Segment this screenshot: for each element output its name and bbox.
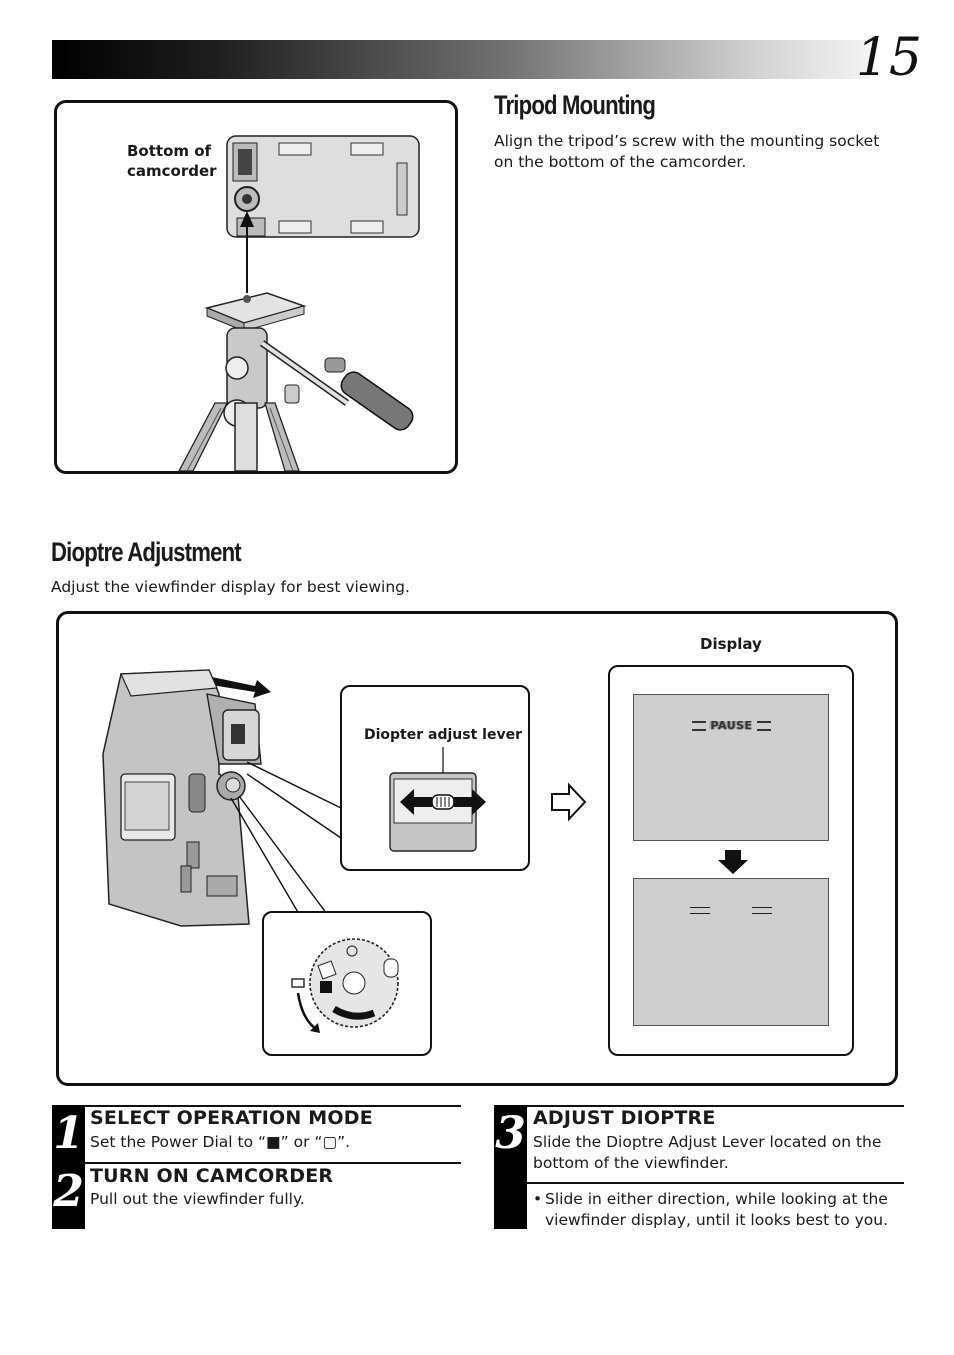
step-3-title: ADJUST DIOPTRE: [533, 1107, 716, 1129]
step-3-text: Slide the Dioptre Adjust Lever located o…: [533, 1133, 882, 1172]
power-dial-drawing: [291, 938, 399, 1033]
dioptre-intro: Adjust the viewfinder display for best v…: [51, 578, 410, 596]
step-1-text: Set the Power Dial to “■” or “▢”.: [90, 1133, 351, 1151]
step-2-text: Pull out the viewfinder fully.: [90, 1190, 305, 1208]
right-arrow-icon: [551, 782, 587, 822]
display-panel: PAUSE: [608, 665, 854, 1056]
step-1-title: SELECT OPERATION MODE: [90, 1107, 373, 1129]
display-label: Display: [700, 635, 762, 653]
step-3-bullet-rule: [527, 1182, 904, 1184]
step-3-number: 3: [494, 1105, 527, 1229]
step-1-number: 1: [52, 1105, 85, 1163]
viewfinder-screen-blurry: PAUSE: [633, 694, 829, 841]
tripod-illustration-frame: Bottom of camcorder: [54, 100, 458, 474]
viewfinder-screen-clear: [633, 878, 829, 1026]
diopter-lever-drawing: [389, 747, 486, 852]
tripod-mounting-body: Align the tripod’s screw with the mounti…: [494, 132, 880, 171]
bottom-of-camcorder-label: Bottom of camcorder: [127, 142, 217, 180]
step-2-number: 2: [52, 1163, 85, 1229]
power-dial-panel: [262, 911, 432, 1056]
camcorder-drawing: [102, 669, 342, 927]
step-2-title: TURN ON CAMCORDER: [90, 1165, 334, 1187]
page-number: 15: [855, 28, 922, 88]
dioptre-adjustment-title: Dioptre Adjustment: [51, 537, 242, 567]
step-1-rule: [85, 1105, 461, 1107]
header-gradient-bar: [52, 40, 870, 79]
display-mark-left: [690, 907, 710, 914]
diopter-lever-panel: Diopter adjust lever: [340, 685, 530, 871]
pause-indicator: PAUSE: [692, 719, 771, 732]
step-2-rule: [85, 1162, 461, 1164]
down-arrow-icon: [718, 850, 748, 874]
dioptre-illustration-frame: Diopter adjust lever Display PAUSE: [56, 611, 898, 1086]
tripod-drawing: [178, 135, 420, 471]
step-3-rule: [527, 1105, 904, 1107]
diopter-adjust-lever-label: Diopter adjust lever: [364, 727, 522, 743]
step-3-bullet-marker: •: [533, 1190, 543, 1208]
pause-text: PAUSE: [710, 719, 753, 732]
step-3-bullet: Slide in either direction, while looking…: [545, 1190, 889, 1229]
tripod-mounting-title: Tripod Mounting: [494, 90, 656, 120]
display-mark-right: [752, 907, 772, 914]
